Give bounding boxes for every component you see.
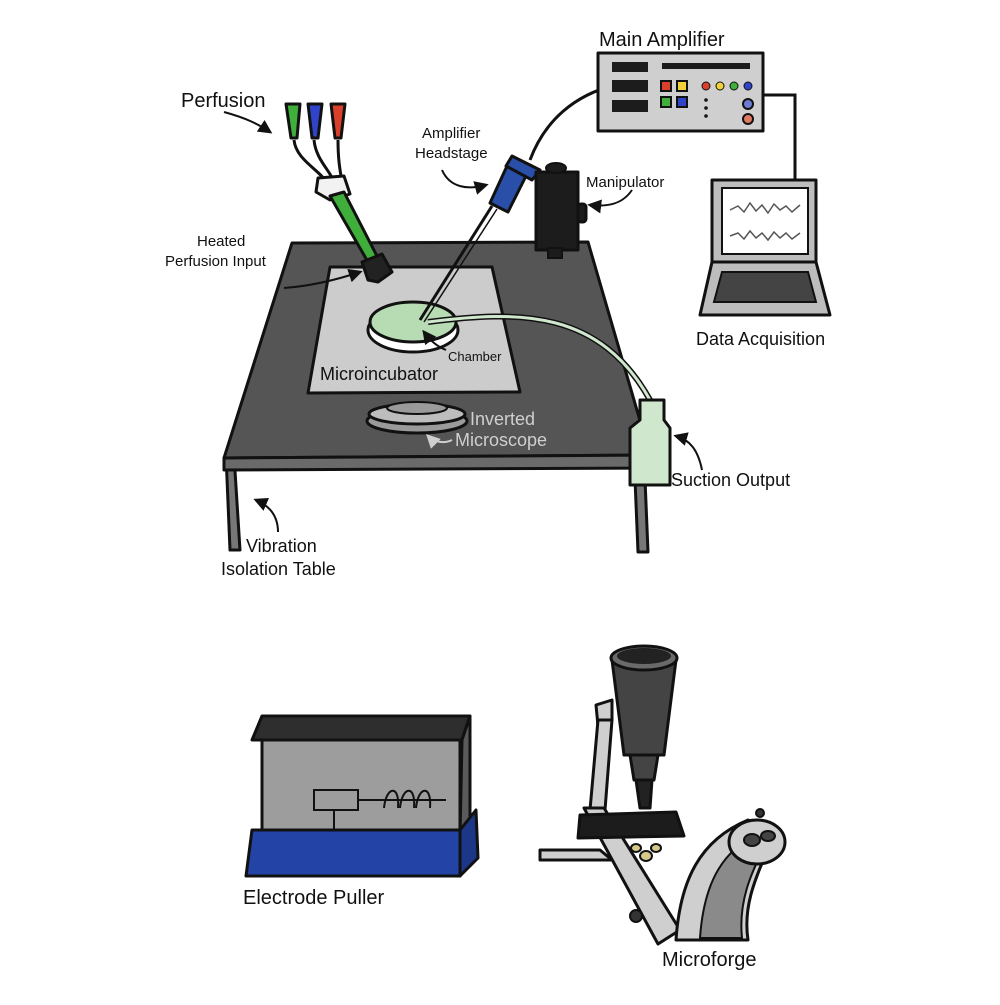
arrows bbox=[223, 111, 703, 533]
label-heated-perfusion-2: Perfusion Input bbox=[165, 253, 267, 270]
laptop-icon bbox=[698, 178, 832, 317]
amplifier-to-daq-cable bbox=[763, 93, 797, 180]
labels: Main Amplifier Perfusion Amplifier Heads… bbox=[165, 29, 825, 971]
headstage-arrow bbox=[441, 169, 489, 195]
label-inverted-microscope-2: Microscope bbox=[455, 430, 547, 450]
microforge-icon bbox=[538, 644, 787, 946]
chamber-arrow bbox=[422, 329, 447, 351]
chamber-icon bbox=[366, 300, 460, 354]
perfusion-red-syringe bbox=[329, 102, 347, 140]
label-inverted-microscope-1: Inverted bbox=[470, 409, 535, 429]
perfusion-tubes-icon bbox=[284, 102, 394, 284]
label-vibration-2: Isolation Table bbox=[221, 559, 336, 579]
label-perfusion: Perfusion bbox=[181, 90, 266, 112]
manipulator-arrow bbox=[587, 189, 633, 214]
amplifier-icon bbox=[596, 51, 797, 180]
heated-perfusion-input-icon bbox=[360, 252, 394, 284]
table-edge bbox=[222, 453, 652, 472]
label-amplifier-headstage-1: Amplifier bbox=[422, 125, 480, 142]
microscope-arrow bbox=[426, 434, 453, 449]
manipulator-icon bbox=[534, 162, 588, 259]
label-microincubator: Microincubator bbox=[320, 364, 438, 384]
inverted-microscope-icon bbox=[365, 401, 469, 435]
perfusion-green-syringe bbox=[284, 102, 302, 140]
heated-perfusion-arrow bbox=[283, 268, 363, 289]
label-manipulator: Manipulator bbox=[586, 174, 664, 191]
label-suction-output: Suction Output bbox=[671, 470, 790, 490]
suction-bottle-icon bbox=[427, 313, 672, 487]
label-vibration-1: Vibration bbox=[246, 536, 317, 556]
label-amplifier-headstage-2: Headstage bbox=[415, 145, 488, 162]
perfusion-arrow bbox=[223, 111, 273, 134]
puller-icon bbox=[244, 714, 480, 878]
label-microforge: Microforge bbox=[662, 949, 756, 971]
table-arrow bbox=[253, 497, 279, 533]
label-heated-perfusion-1: Heated bbox=[197, 233, 245, 250]
label-data-acquisition: Data Acquisition bbox=[696, 329, 825, 349]
label-chamber: Chamber bbox=[448, 349, 502, 364]
suction-arrow bbox=[673, 432, 703, 471]
label-main-amplifier: Main Amplifier bbox=[599, 29, 725, 51]
perfusion-blue-syringe bbox=[306, 102, 324, 140]
label-electrode-puller: Electrode Puller bbox=[243, 887, 385, 909]
